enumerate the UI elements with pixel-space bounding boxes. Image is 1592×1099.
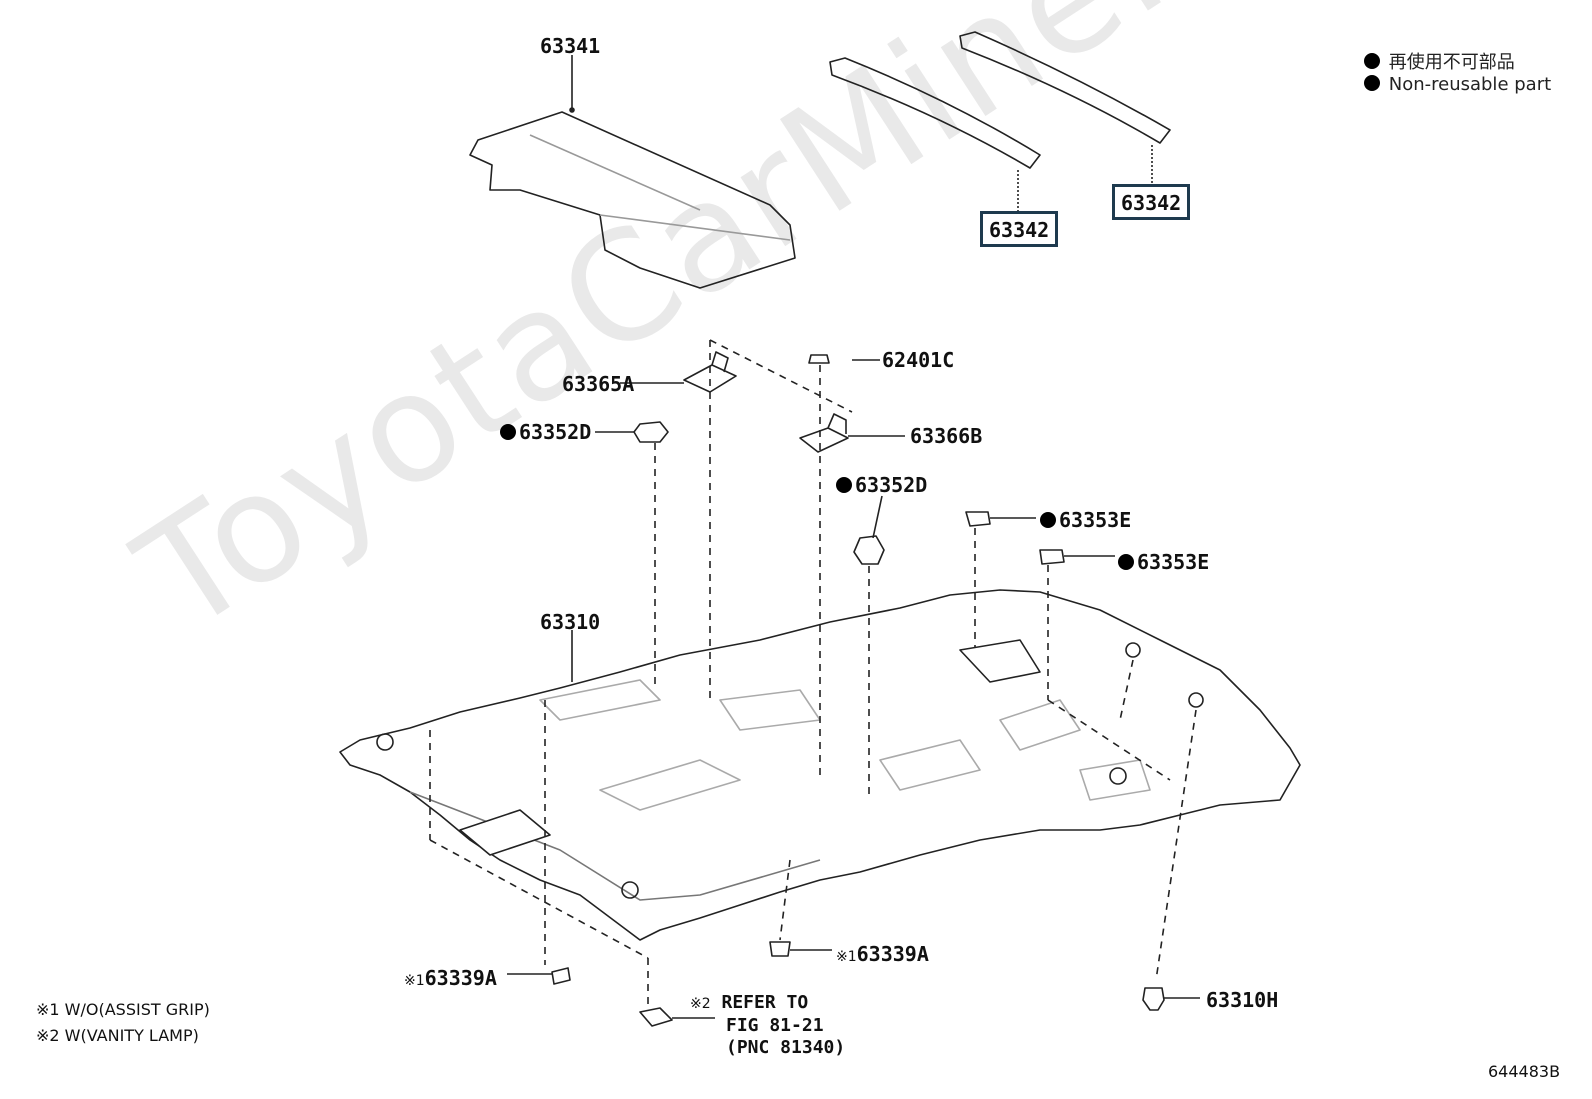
non-reusable-dot-icon xyxy=(1118,554,1134,570)
footnote-2: ※2 W(VANITY LAMP) xyxy=(36,1026,199,1045)
part-label-63339A-right[interactable]: ※163339A xyxy=(836,944,929,964)
legend-en-text: Non-reusable part xyxy=(1388,74,1552,95)
part-63310H-clip xyxy=(1142,987,1165,1011)
part-label-62401C[interactable]: 62401C xyxy=(882,348,955,372)
footnote-1: ※1 W/O(ASSIST GRIP) xyxy=(36,1000,210,1019)
part-vanity-lamp xyxy=(639,1007,673,1027)
part-label-63352D-a[interactable]: 63352D xyxy=(500,422,591,442)
part-label-63342-b[interactable]: 63342 xyxy=(1112,184,1191,220)
part-number: 63339A xyxy=(424,966,497,990)
part-63353E-pad-a xyxy=(965,511,991,527)
part-number: 63339A xyxy=(856,942,929,966)
part-63342-strip-a xyxy=(829,57,1041,169)
part-label-63341[interactable]: 63341 xyxy=(540,34,601,58)
note-marker-2: ※2 xyxy=(690,996,711,1012)
part-label-63365A[interactable]: 63365A xyxy=(562,372,635,396)
legend-line-jp: 再使用不可部品 xyxy=(1364,48,1515,74)
part-63352D-pad-a xyxy=(633,421,669,443)
legend-line-en: Non-reusable part xyxy=(1364,74,1551,95)
part-number: 63353E xyxy=(1059,508,1132,532)
part-62401C-clip xyxy=(808,354,830,364)
refer-line-1: ※2 REFER TO xyxy=(690,992,845,1015)
part-63342-strip-b xyxy=(959,31,1171,144)
part-label-63366B[interactable]: 63366B xyxy=(910,424,983,448)
part-63353E-pad-b xyxy=(1039,549,1065,565)
part-63310-headliner xyxy=(339,589,1301,941)
diagram-id: 644483B xyxy=(1488,1062,1561,1081)
refer-line-2: FIG 81-21 xyxy=(690,1015,845,1037)
part-label-63310H[interactable]: 63310H xyxy=(1206,988,1279,1012)
part-label-63342-a[interactable]: 63342 xyxy=(980,211,1059,247)
part-63339A-cap-left xyxy=(551,967,571,985)
part-63365A-bracket xyxy=(683,351,737,393)
part-label-63310[interactable]: 63310 xyxy=(540,610,601,634)
part-label-63353E-a[interactable]: 63353E xyxy=(1040,510,1131,530)
part-label-63353E-b[interactable]: 63353E xyxy=(1118,552,1209,572)
part-63352D-pad-b xyxy=(853,535,885,565)
non-reusable-dot-icon xyxy=(1040,512,1056,528)
note-marker-1: ※1 xyxy=(836,949,857,965)
note-marker-1: ※1 xyxy=(404,973,425,989)
refer-to-note[interactable]: ※2 REFER TO FIG 81-21 (PNC 81340) xyxy=(690,992,845,1059)
refer-line-3: (PNC 81340) xyxy=(690,1037,845,1059)
part-number: 63353E xyxy=(1137,550,1210,574)
refer-text-2: FIG 81-21 xyxy=(726,1015,824,1036)
refer-text-3: (PNC 81340) xyxy=(726,1037,846,1058)
part-63339A-cap-right xyxy=(769,941,791,957)
part-63366B-bracket xyxy=(799,413,849,453)
non-reusable-dot-icon xyxy=(836,477,852,493)
part-label-63352D-b[interactable]: 63352D xyxy=(836,475,927,495)
part-label-63339A-left[interactable]: ※163339A xyxy=(404,968,497,988)
non-reusable-dot-icon xyxy=(1364,75,1380,91)
part-number: 63352D xyxy=(519,420,592,444)
refer-text-1: REFER TO xyxy=(721,992,809,1013)
part-63341-pad xyxy=(469,111,796,289)
non-reusable-dot-icon xyxy=(500,424,516,440)
non-reusable-dot-icon xyxy=(1364,53,1380,69)
part-number: 63352D xyxy=(855,473,928,497)
legend-jp-text: 再使用不可部品 xyxy=(1388,52,1515,73)
